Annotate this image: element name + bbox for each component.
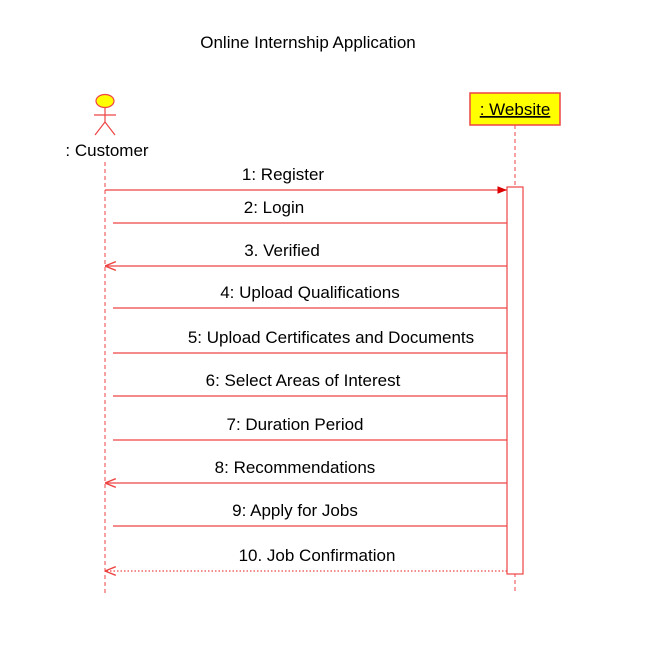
- message-10: 10. Job Confirmation: [105, 546, 507, 571]
- object-website: : Website: [469, 92, 561, 126]
- actor-customer: : Customer: [65, 93, 149, 160]
- message-4: 4: Upload Qualifications: [113, 283, 507, 309]
- message-label: 6: Select Areas of Interest: [206, 371, 401, 390]
- actor-right-leg: [104, 121, 116, 136]
- message-7: 7: Duration Period: [113, 415, 507, 441]
- object-box: [469, 92, 561, 126]
- message-label: 1: Register: [242, 165, 325, 184]
- message-3: 3. Verified: [105, 241, 507, 266]
- message-label: 2: Login: [244, 198, 305, 217]
- message-label: 3. Verified: [244, 241, 320, 260]
- actor-label: : Customer: [65, 141, 148, 160]
- message-label: 4: Upload Qualifications: [220, 283, 400, 302]
- message-label: 5: Upload Certificates and Documents: [188, 328, 474, 347]
- message-label: 10. Job Confirmation: [239, 546, 396, 565]
- diagram-title: Online Internship Application: [200, 33, 415, 52]
- message-5: 5: Upload Certificates and Documents: [113, 328, 507, 354]
- actor-left-leg: [94, 121, 106, 136]
- actor-head: [95, 93, 115, 109]
- message-label: 9: Apply for Jobs: [232, 501, 358, 520]
- message-8: 8: Recommendations: [105, 458, 507, 483]
- message-6: 6: Select Areas of Interest: [113, 371, 507, 397]
- stick-figure-icon: [94, 93, 116, 136]
- message-9: 9: Apply for Jobs: [113, 501, 507, 527]
- message-1: 1: Register: [105, 165, 507, 194]
- message-list: 1: Register 2: Login 3. Verified 4: Upload …: [105, 165, 507, 571]
- activation-bar: [506, 186, 524, 575]
- message-2: 2: Login: [113, 198, 507, 224]
- message-label: 8: Recommendations: [215, 458, 376, 477]
- object-label: : Website: [480, 100, 551, 119]
- message-label: 7: Duration Period: [226, 415, 363, 434]
